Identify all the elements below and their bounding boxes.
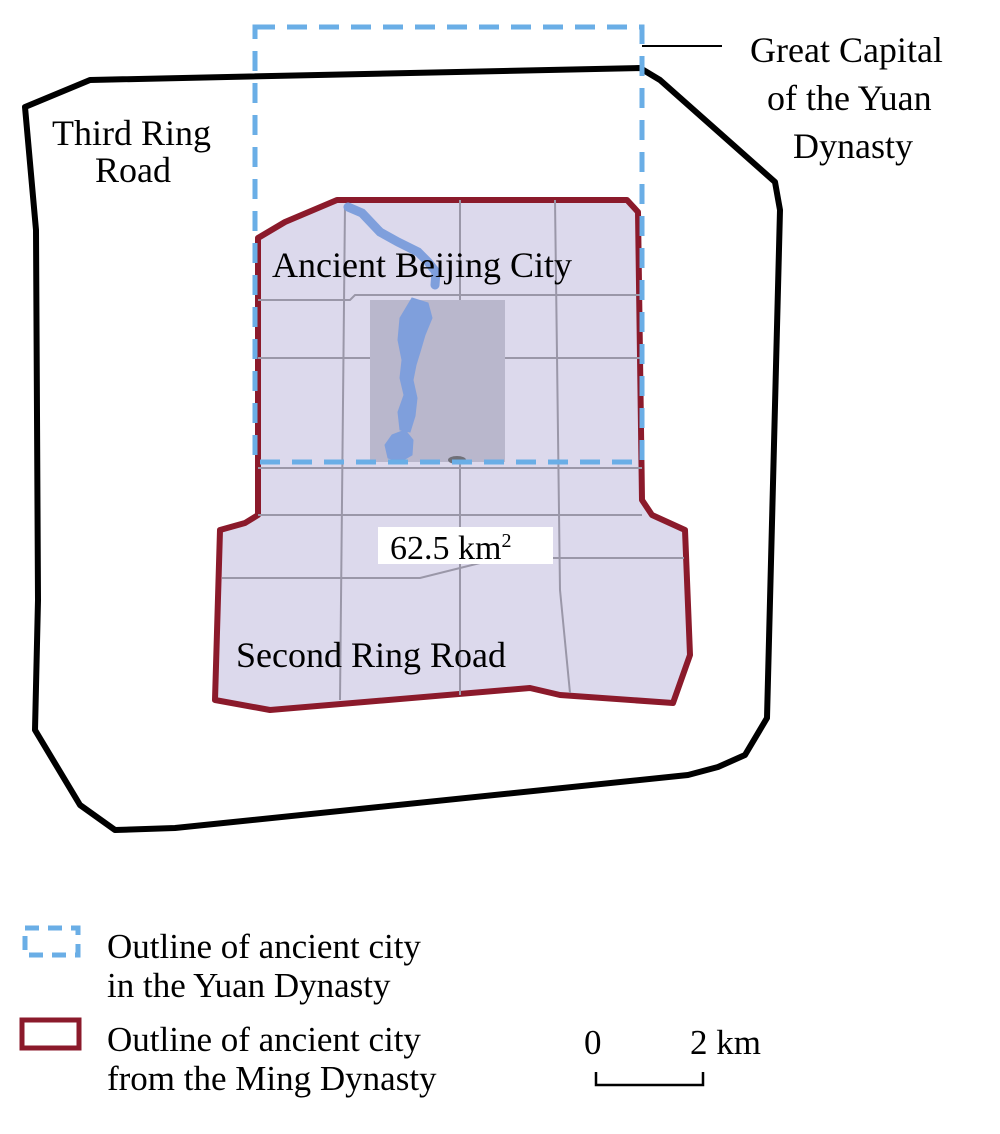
legend-ming-line-2: from the Ming Dynasty [107,1059,437,1098]
lake-central [397,297,433,433]
lake-south [384,429,414,463]
area-superscript: 2 [501,530,511,552]
area-label: 62.5 km2 [390,530,511,567]
legend: Outline of ancient city in the Yuan Dyna… [19,925,437,1098]
third-ring-label-line-1: Third Ring [52,113,211,153]
lakes [343,202,441,463]
legend-ming-swatch [19,1017,82,1051]
street [258,294,640,301]
great-capital-label-line-2: of the Yuan [767,78,932,118]
street [339,204,346,701]
third-ring-road-outline [22,65,783,833]
yuan-city-outline [252,24,645,465]
scale-end-label: 2 km [690,1023,761,1062]
legend-yuan-line-1: Outline of ancient city [107,927,421,966]
great-capital-label-line-3: Dynasty [793,126,913,166]
area-label-background [378,527,553,564]
scale-bar: 0 2 km [584,1023,761,1087]
lake-north [343,202,441,290]
ancient-city-label: Ancient Beijing City [272,245,572,285]
legend-yuan-line-2: in the Yuan Dynasty [107,966,391,1005]
second-ring-label: Second Ring Road [236,635,506,675]
third-ring-label-line-2: Road [95,150,171,190]
great-capital-label-line-1: Great Capital [750,30,943,70]
area-value: 62.5 km [390,530,501,567]
scale-bar-line [594,1072,705,1087]
legend-yuan-swatch [22,925,81,958]
street [554,199,571,694]
legend-ming-line-1: Outline of ancient city [107,1020,421,1059]
scale-start-label: 0 [584,1023,602,1062]
